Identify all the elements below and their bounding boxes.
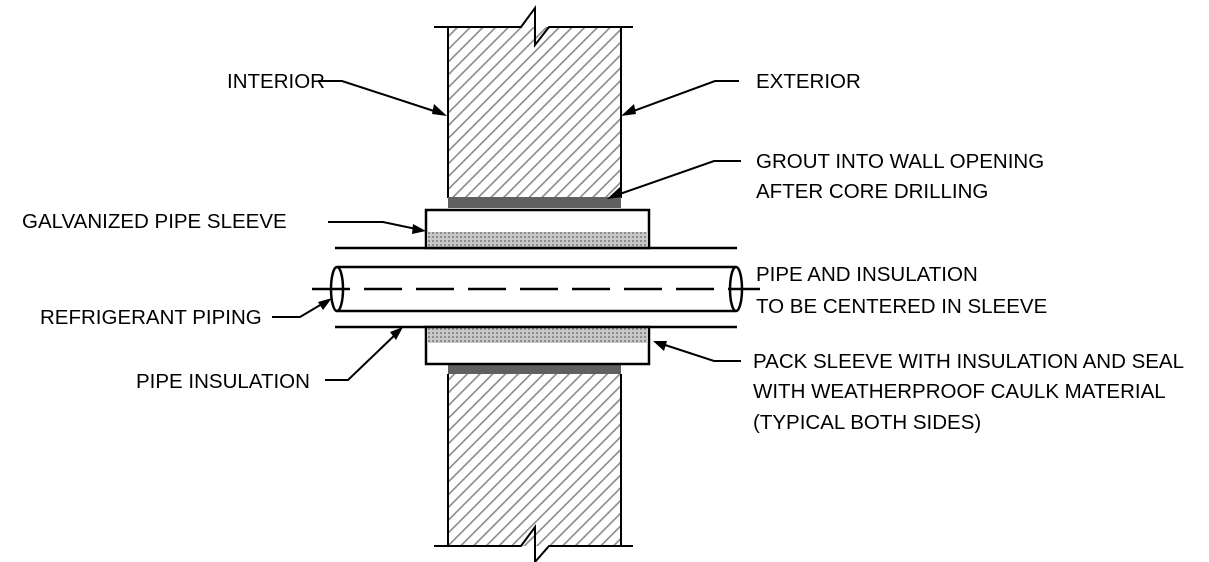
label-pipe-centered-line2: TO BE CENTERED IN SLEEVE bbox=[756, 295, 1047, 318]
label-grout-line2: AFTER CORE DRILLING bbox=[756, 180, 988, 203]
upper-wall bbox=[434, 4, 633, 198]
label-refrigerant-piping: REFRIGERANT PIPING bbox=[40, 306, 262, 329]
label-pipe-centered-line1: PIPE AND INSULATION bbox=[756, 263, 978, 286]
grout-lower bbox=[448, 364, 621, 374]
leader-lines bbox=[272, 80, 741, 381]
label-interior: INTERIOR bbox=[227, 70, 325, 93]
sleeve-packing-top bbox=[427, 232, 648, 247]
label-grout-line1: GROUT INTO WALL OPENING bbox=[756, 150, 1044, 173]
refrigerant-pipe bbox=[312, 265, 760, 313]
lower-wall bbox=[434, 374, 633, 562]
grout-upper bbox=[448, 197, 621, 208]
label-pack-line2: WITH WEATHERPROOF CAULK MATERIAL bbox=[753, 380, 1166, 403]
label-pack-line3: (TYPICAL BOTH SIDES) bbox=[753, 411, 981, 434]
sleeve-packing-bottom bbox=[427, 328, 648, 343]
label-pack-line1: PACK SLEEVE WITH INSULATION AND SEAL bbox=[753, 350, 1184, 373]
galvanized-sleeve bbox=[424, 208, 651, 366]
label-galvanized-sleeve: GALVANIZED PIPE SLEEVE bbox=[22, 210, 287, 233]
label-pipe-insulation: PIPE INSULATION bbox=[136, 370, 310, 393]
label-exterior: EXTERIOR bbox=[756, 70, 861, 93]
